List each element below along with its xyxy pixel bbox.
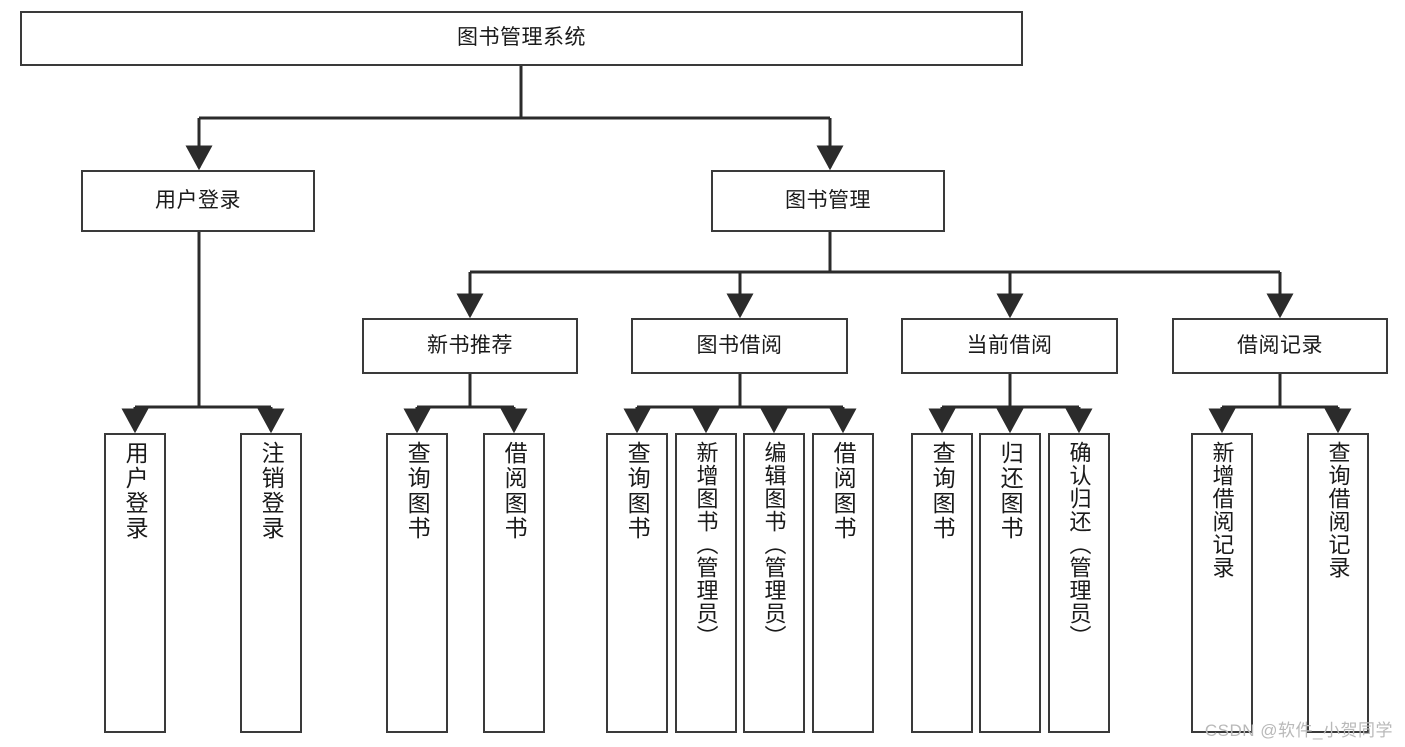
node-label: 当前借阅 — [966, 333, 1053, 357]
node-label: 用户登录 — [122, 441, 149, 541]
leaf-current-query-book[interactable]: 查询图书 — [911, 433, 973, 733]
node-label: 新书推荐 — [427, 333, 513, 357]
node-label: 借阅记录 — [1237, 333, 1323, 357]
node-label: 用户登录 — [155, 188, 241, 212]
node-label: 查询借阅记录 — [1325, 441, 1351, 579]
node-label: 借阅图书 — [830, 441, 857, 541]
node-label: 归还图书 — [997, 441, 1024, 541]
leaf-recommend-borrow-book[interactable]: 借阅图书 — [483, 433, 545, 733]
node-label: 图书借阅 — [696, 333, 783, 357]
leaf-records-add-record[interactable]: 新增借阅记录 — [1191, 433, 1253, 733]
leaf-borrow-add-book-admin[interactable]: 新增图书（管理员） — [675, 433, 737, 733]
node-label: 查询图书 — [929, 441, 956, 541]
node-label: 编辑图书（管理员） — [761, 441, 787, 648]
node-label: 查询图书 — [404, 441, 431, 541]
node-label: 图书管理系统 — [457, 26, 586, 50]
node-label: 借阅图书 — [501, 441, 528, 541]
watermark-text: CSDN @软件_小贺同学 — [1204, 721, 1393, 740]
node-root-system[interactable]: 图书管理系统 — [20, 11, 1023, 66]
leaf-current-confirm-return-admin[interactable]: 确认归还（管理员） — [1048, 433, 1110, 733]
node-new-book-recommend[interactable]: 新书推荐 — [362, 318, 578, 374]
node-label: 注销登录 — [258, 441, 285, 541]
leaf-current-return-book[interactable]: 归还图书 — [979, 433, 1041, 733]
leaf-borrow-edit-book-admin[interactable]: 编辑图书（管理员） — [743, 433, 805, 733]
node-book-borrow[interactable]: 图书借阅 — [631, 318, 848, 374]
leaf-borrow-query-book[interactable]: 查询图书 — [606, 433, 668, 733]
node-label: 图书管理 — [785, 188, 871, 212]
leaf-user-login-login[interactable]: 用户登录 — [104, 433, 166, 733]
node-borrow-records[interactable]: 借阅记录 — [1172, 318, 1388, 374]
leaf-recommend-query-book[interactable]: 查询图书 — [386, 433, 448, 733]
node-label: 新增图书（管理员） — [693, 441, 719, 648]
node-label: 查询图书 — [624, 441, 651, 541]
node-label: 新增借阅记录 — [1209, 441, 1235, 579]
leaf-user-login-logout[interactable]: 注销登录 — [240, 433, 302, 733]
node-current-borrow[interactable]: 当前借阅 — [901, 318, 1118, 374]
leaf-records-query-record[interactable]: 查询借阅记录 — [1307, 433, 1369, 733]
leaf-borrow-borrow-book[interactable]: 借阅图书 — [812, 433, 874, 733]
node-label: 确认归还（管理员） — [1066, 441, 1092, 648]
node-book-management[interactable]: 图书管理 — [711, 170, 945, 232]
node-user-login[interactable]: 用户登录 — [81, 170, 315, 232]
